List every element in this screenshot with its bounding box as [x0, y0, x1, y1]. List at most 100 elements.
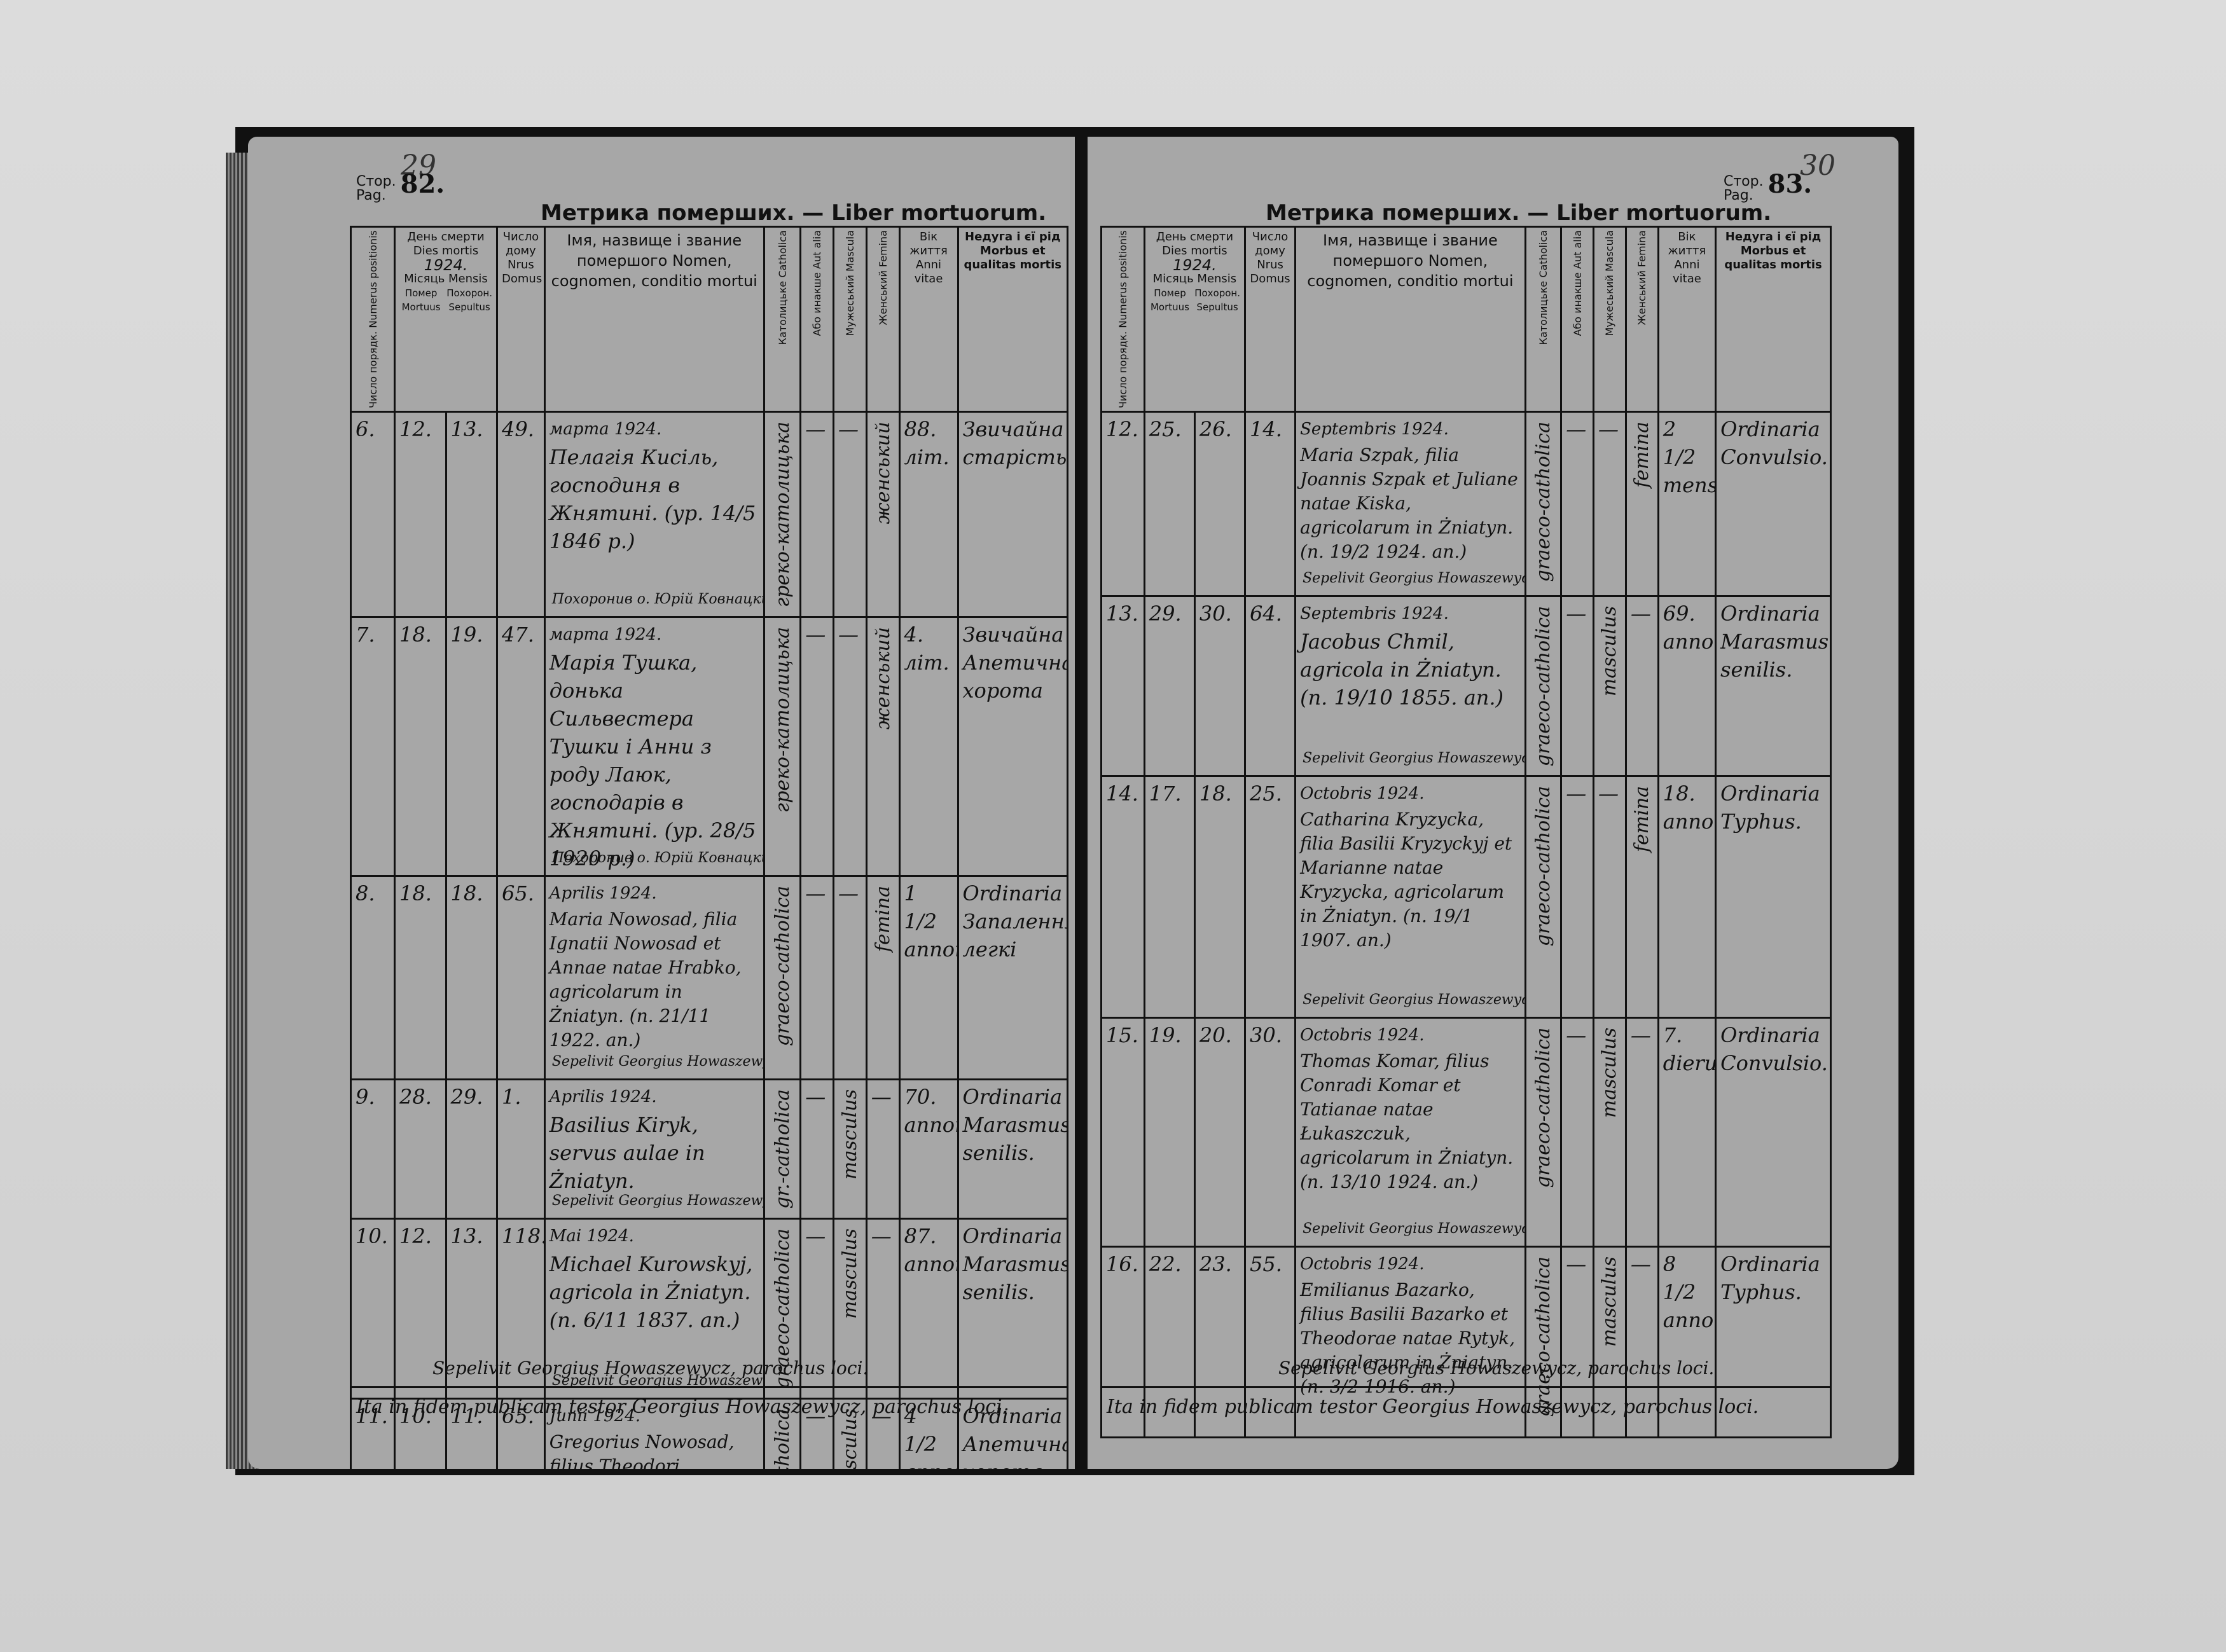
header-vitae: Вік життя Anni vitae: [1657, 225, 1717, 413]
burial-note: Sepelivit Georgius Howaszewycz, parochus…: [1303, 570, 1523, 587]
cause-of-death: Ordinaria Marasmus senilis.: [957, 1217, 1068, 1400]
religion: graeco-catholica: [1531, 786, 1554, 947]
sex-female: —: [865, 1078, 901, 1220]
header-numerus: Число порядк. Numerus positionis: [366, 230, 379, 409]
attestation: Ita in fidem publicam testor Georgius Ho…: [356, 1396, 1009, 1418]
cause-of-death: Ordinaria Typhus.: [1715, 775, 1832, 1019]
header-morbus: Недуга і єї рід Morbus et qualitas morti…: [957, 225, 1068, 413]
burial-note-last: Sepelivit Georgius Howaszewycz, parochus…: [1278, 1358, 1715, 1379]
religion-other: —: [799, 1217, 834, 1400]
entry-number: 11.: [350, 1398, 396, 1469]
register-table: Число порядк. Numerus positionis День см…: [1100, 225, 1832, 1439]
name-text: Марія Тушка, донька Сильвестера Тушки і …: [549, 650, 756, 871]
death-day: 18.: [394, 616, 447, 878]
death-day: 10.: [394, 1398, 447, 1469]
header-femina: Женський Femina: [876, 230, 889, 326]
burial-note: Похоронив о. Юрій Ковнацкий, парох місце…: [551, 591, 763, 608]
month-text: Octobris 1924.: [1300, 784, 1425, 804]
deceased-name: Mai 1924. Michael Kurowskyj, agricola in…: [543, 1217, 765, 1400]
table-row: 7. 18. 19. 47. марта 1924. Марія Тушка, …: [350, 616, 1068, 878]
death-day: 17.: [1143, 775, 1196, 1019]
header-mortuus: Помер Mortuus: [1150, 287, 1189, 313]
deceased-name: Junii 1924. Gregorius Nowosad, filius Th…: [543, 1398, 765, 1469]
name-text: Michael Kurowskyj, agricola in Żniatyn. …: [549, 1252, 753, 1332]
header-dies: День смерти Dies mortis: [1156, 230, 1234, 258]
table-row: 15. 19. 20. 30. Octobris 1924. Thomas Ko…: [1100, 1017, 1832, 1248]
entry-number: 9.: [350, 1078, 396, 1220]
header-vitae: Вік життя Anni vitae: [898, 225, 959, 413]
month-text: Octobris 1924.: [1300, 1026, 1425, 1045]
header-dies: День смерти Dies mortis: [407, 230, 485, 258]
header-sepultus: Похорон. Sepultus: [446, 287, 492, 313]
table-row: 6. 12. 13. 49. марта 1924. Пелагія Кисіл…: [350, 411, 1068, 619]
left-page: 29 Стор. Pag. 82. Метрика померших. — Li…: [248, 137, 1075, 1469]
right-page: 30 Стор. Pag. 83. Метрика померших. — Li…: [1088, 137, 1898, 1469]
name-text: Maria Szpak, filia Joannis Szpak et Juli…: [1300, 444, 1518, 563]
header-row: Число порядк. Numerus positionis День см…: [350, 225, 1068, 413]
table-row: 10. 12. 13. 118. Mai 1924. Michael Kurow…: [350, 1217, 1068, 1400]
death-day: 12.: [394, 411, 447, 619]
house-number: 1.: [496, 1078, 546, 1220]
header-mensis: Місяць Mensis: [404, 272, 488, 286]
deceased-name: Octobris 1924. Thomas Komar, filius Conr…: [1294, 1017, 1526, 1248]
entry-number: 13.: [1100, 595, 1145, 778]
religion-other: —: [799, 1398, 834, 1469]
cause-of-death: Ordinaria Апетична хорота: [957, 1398, 1068, 1469]
name-text: Catharina Kryzycka, filia Basilii Kryzyc…: [1300, 809, 1512, 951]
cause-of-death: Ordinaria Typhus.: [1715, 1246, 1832, 1439]
month-text: марта 1924.: [549, 625, 662, 645]
sex-female: —: [1624, 1246, 1659, 1439]
sex-male: —: [1593, 411, 1627, 598]
burial-day: 18.: [445, 875, 498, 1081]
burial-day: 23.: [1193, 1246, 1246, 1439]
entry-number: 14.: [1100, 775, 1145, 1019]
register-table: Число порядк. Numerus positionis День см…: [350, 225, 1068, 1469]
age: 8 1/2 annorum: [1657, 1246, 1717, 1439]
house-number: 25.: [1243, 775, 1297, 1019]
age: 4 1/2 annorum: [898, 1398, 959, 1469]
death-day: 22.: [1143, 1246, 1196, 1439]
header-catholica: Католицьке Catholica: [1537, 230, 1549, 345]
sex-male: masculus: [1598, 1028, 1621, 1119]
entry-number: 16.: [1100, 1246, 1145, 1439]
deceased-name: марта 1924. Марія Тушка, донька Сильвест…: [543, 616, 765, 878]
deceased-name: Octobris 1924. Catharina Kryzycka, filia…: [1294, 775, 1526, 1019]
month-text: Octobris 1924.: [1300, 1255, 1425, 1274]
death-day: 28.: [394, 1078, 447, 1220]
header-mortuus: Помер Mortuus: [401, 287, 441, 313]
name-text: Gregorius Nowosad, filius Theodori Nowos…: [549, 1431, 735, 1469]
religion-other: —: [799, 1078, 834, 1220]
death-day: 18.: [394, 875, 447, 1081]
month-text: марта 1924.: [549, 420, 662, 439]
sex-female: женський: [871, 627, 894, 730]
burial-day: 19.: [445, 616, 498, 878]
religion: греко-католицька: [771, 422, 794, 608]
age: 18. annorum: [1657, 775, 1717, 1019]
house-number: 64.: [1243, 595, 1297, 778]
burial-note: Sepelivit Georgius Howaszewycz, parochus…: [1303, 750, 1523, 767]
header-sepultus: Похорон. Sepultus: [1194, 287, 1240, 313]
deceased-name: марта 1924. Пелагія Кисіль, господиня в …: [543, 411, 765, 619]
name-text: Basilius Kiryk, servus aulae in Żniatyn.: [549, 1113, 705, 1194]
entry-number: 15.: [1100, 1017, 1145, 1248]
cause-of-death: Звичайна старість: [957, 411, 1068, 619]
age: 2 1/2 menses: [1657, 411, 1717, 598]
cause-of-death: Ordinaria Marasmus senilis.: [1715, 595, 1832, 778]
age: 7. dierum: [1657, 1017, 1717, 1248]
house-number: 55.: [1243, 1246, 1297, 1439]
page-number-label: Стор. Pag. 82.: [356, 172, 445, 203]
cause-of-death: Ordinaria Запалення легкі: [957, 875, 1068, 1081]
page-number-label: Стор. Pag. 83.: [1724, 172, 1812, 203]
deceased-name: Septembris 1924. Maria Szpak, filia Joan…: [1294, 411, 1526, 598]
house-number: 65.: [496, 1398, 546, 1469]
house-number: 65.: [496, 875, 546, 1081]
entry-number: 7.: [350, 616, 396, 878]
burial-day: 26.: [1193, 411, 1246, 598]
age: 88. літ.: [898, 411, 959, 619]
religion: graeco-catholica: [1531, 606, 1554, 767]
burial-note-last: Sepelivit Georgius Howaszewycz, parochus…: [432, 1358, 869, 1379]
header-mascula: Мужеський Mascula: [843, 230, 856, 336]
religion-other: —: [1560, 1246, 1595, 1439]
burial-note: Sepelivit Georgius Howaszewycz, parochus…: [551, 1054, 763, 1070]
cause-of-death: Ordinaria Convulsio.: [1715, 411, 1832, 598]
